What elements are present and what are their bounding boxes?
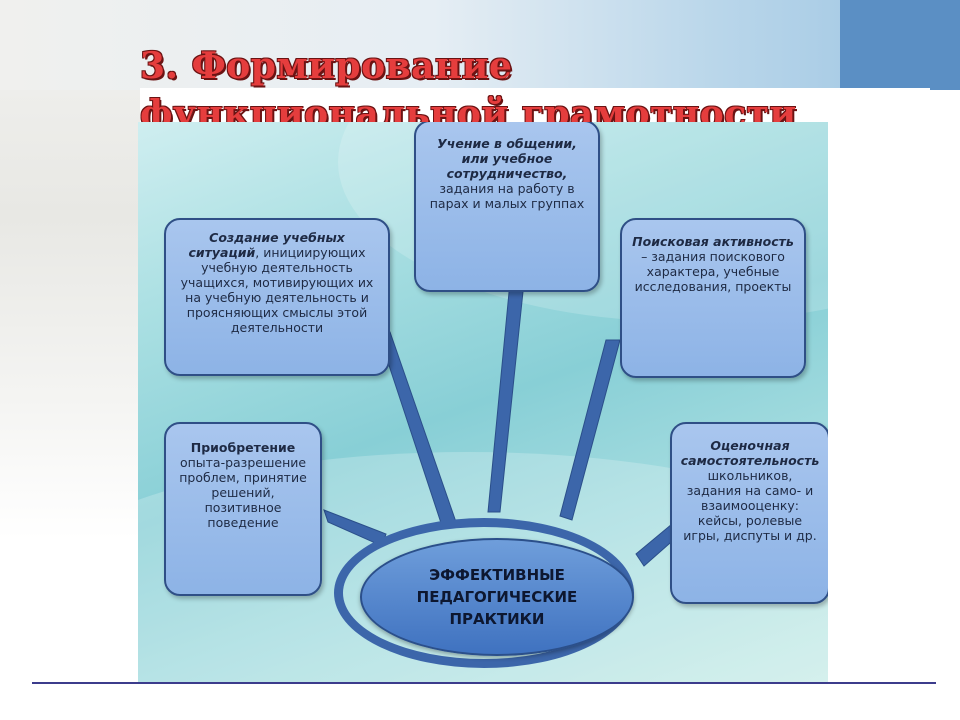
background-top-band — [0, 0, 960, 90]
node-search-activity: Поисковая активность – задания поисковог… — [620, 218, 806, 378]
node-learning-situations: Создание учебных ситуаций, инициирующих … — [164, 218, 390, 376]
center-label-line: ЭФФЕКТИВНЫЕ — [429, 566, 565, 584]
connector-layer — [323, 281, 679, 567]
node-heading: Учение в общении, или учебное сотрудниче… — [437, 136, 577, 181]
center-label: ЭФФЕКТИВНЫЕ ПЕДАГОГИЧЕСКИЕ ПРАКТИКИ — [417, 564, 578, 630]
node-text: опыта-разрешение проблем, принятие решен… — [179, 455, 307, 530]
node-heading: Оценочная самостоятельность — [680, 438, 820, 468]
node-text: школьников, задания на само- и взаимооце… — [683, 468, 817, 543]
center-label-line: ПРАКТИКИ — [449, 610, 545, 628]
center-node: ЭФФЕКТИВНЫЕ ПЕДАГОГИЧЕСКИЕ ПРАКТИКИ — [360, 538, 634, 656]
bottom-divider — [32, 682, 936, 684]
connector-search-activity — [559, 339, 621, 521]
background-corner-accent — [840, 0, 960, 90]
node-experience: Приобретение опыта-разрешение проблем, п… — [164, 422, 322, 596]
node-heading: Создание учебных ситуаций — [188, 230, 345, 260]
node-heading: Поисковая активность — [632, 234, 794, 249]
node-self-assessment: Оценочная самостоятельность школьников, … — [670, 422, 828, 604]
node-heading: Приобретение — [190, 440, 296, 455]
node-text: – задания поискового характера, учебные … — [634, 249, 792, 294]
node-text: , инициирующих учебную деятельность учащ… — [180, 245, 374, 335]
slide-title: 3. Формирование функциональной грамотнос… — [140, 45, 797, 135]
connector-cooperation — [487, 281, 525, 513]
center-label-line: ПЕДАГОГИЧЕСКИЕ — [416, 588, 578, 606]
node-text: задания на работу в парах и малых группа… — [429, 181, 585, 211]
node-cooperation: Учение в общении, или учебное сотрудниче… — [414, 122, 600, 292]
diagram: Создание учебных ситуаций, инициирующих … — [138, 122, 828, 682]
